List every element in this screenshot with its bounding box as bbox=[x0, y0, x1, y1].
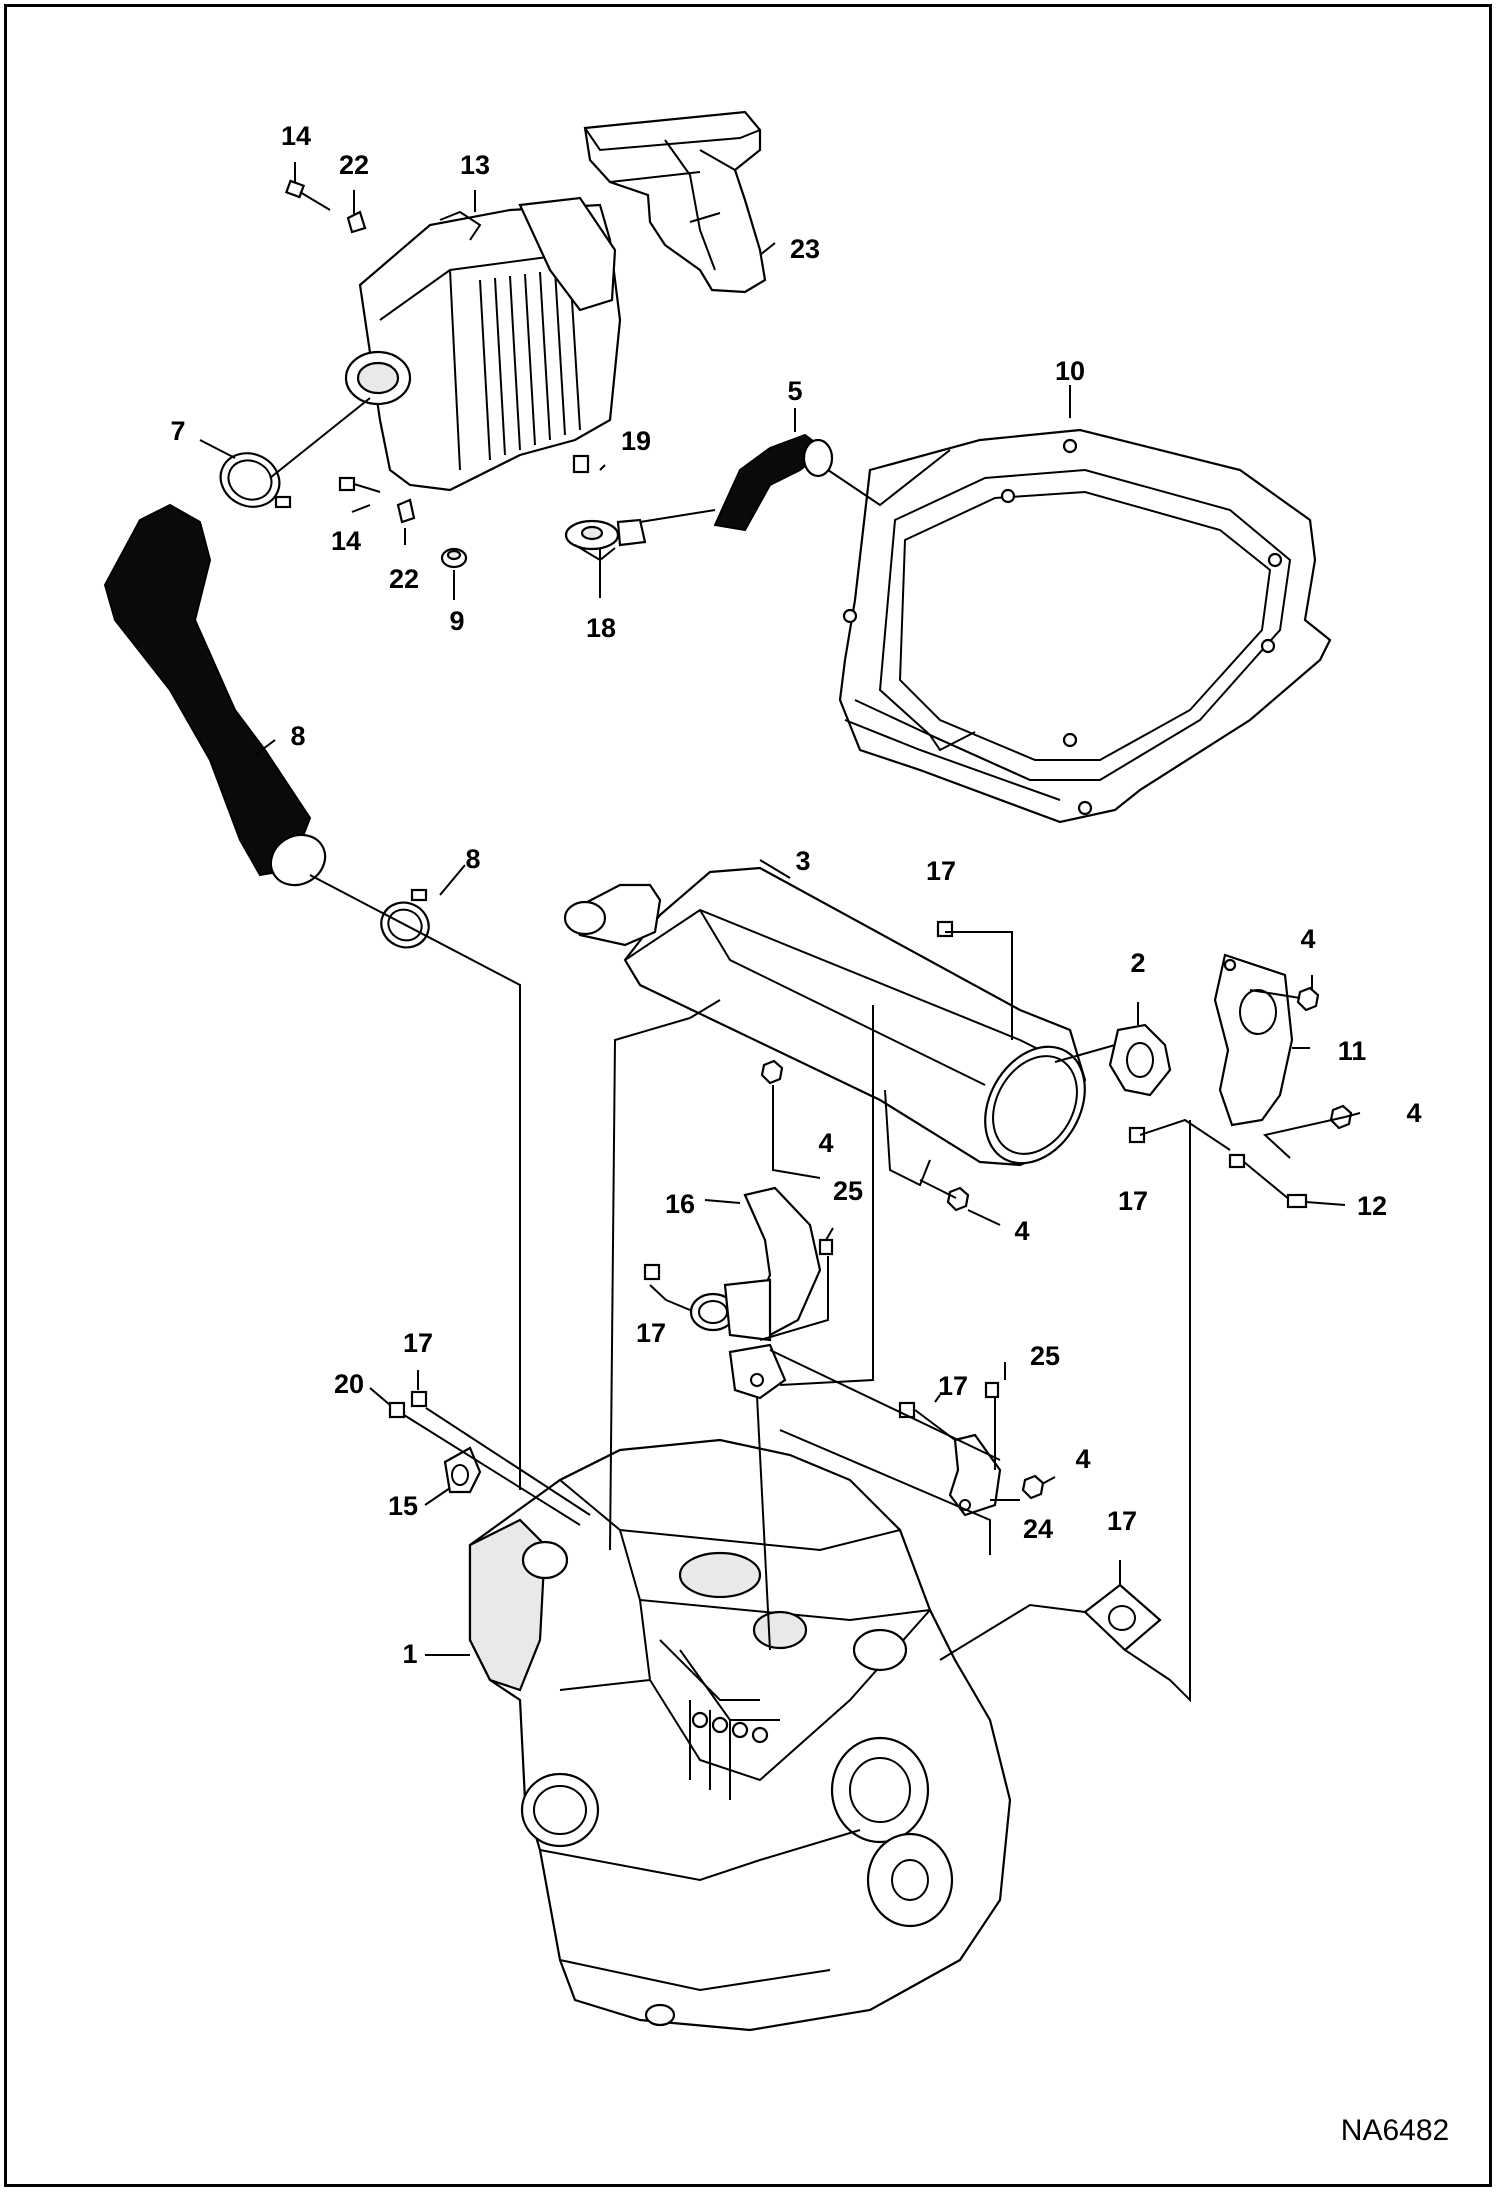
diagram-frame bbox=[4, 4, 1492, 2187]
clamp-part-15 bbox=[443, 1446, 482, 1494]
callout-14-bottom: 14 bbox=[331, 526, 361, 556]
callout-4-muffler-right: 4 bbox=[1014, 1216, 1029, 1246]
callout-11: 11 bbox=[1338, 1036, 1367, 1066]
leader-lines bbox=[199, 162, 1361, 1703]
air-duct-part-23 bbox=[583, 110, 767, 294]
bolt-part-14-upper bbox=[284, 179, 331, 211]
callout-19: 18 bbox=[586, 613, 616, 643]
bracket-part-11 bbox=[1213, 953, 1294, 1127]
callout-20: 19 bbox=[621, 426, 651, 456]
air-cleaner-part-13 bbox=[344, 196, 622, 492]
callout-10: 9 bbox=[449, 606, 464, 636]
callout-13: 13 bbox=[460, 150, 490, 180]
gasket-part-18 bbox=[1083, 1583, 1162, 1652]
fan-shroud-part-6 bbox=[838, 428, 1332, 824]
callout-18: 17 bbox=[1107, 1506, 1137, 1536]
callout-16: 16 bbox=[665, 1189, 695, 1219]
callout-12: 12 bbox=[1357, 1191, 1387, 1221]
callout-4-muffler-left: 4 bbox=[818, 1128, 833, 1158]
callout-14-top: 14 bbox=[281, 121, 311, 151]
air-intake-hose-part-9 bbox=[103, 503, 327, 887]
clamp-part-7 bbox=[219, 452, 292, 509]
callout-8: 8 bbox=[465, 844, 480, 874]
callout-4-bracket24: 4 bbox=[1075, 1444, 1090, 1474]
clip-part-22-lower bbox=[396, 498, 416, 524]
callout-2: 2 bbox=[1130, 948, 1145, 978]
callout-1: 1 bbox=[402, 1639, 417, 1669]
bolts-part-25 bbox=[818, 1238, 1000, 1399]
callout-17-engine: 17 bbox=[403, 1328, 433, 1358]
clip-part-22-upper bbox=[346, 210, 367, 234]
muffler-part-3 bbox=[563, 866, 1087, 1187]
callout-25-bottom: 25 bbox=[1030, 1341, 1060, 1371]
grommet-part-10 bbox=[440, 547, 468, 569]
callout-24: 24 bbox=[1023, 1514, 1053, 1544]
callout-labels: 10 5 14 22 13 23 7 19 14 22 9 18 8 8 3 1… bbox=[170, 121, 1449, 2147]
callout-21: 20 bbox=[334, 1369, 364, 1399]
callout-22-top: 22 bbox=[339, 150, 369, 180]
diagram-code: NA6482 bbox=[1341, 2114, 1449, 2147]
hose-part-5 bbox=[713, 433, 834, 532]
callout-23: 23 bbox=[790, 234, 820, 264]
callout-4-bracket-top: 4 bbox=[1300, 924, 1315, 954]
gasket-part-2 bbox=[1108, 1023, 1172, 1097]
tube-part-16 bbox=[689, 1186, 822, 1400]
callout-22-bottom: 22 bbox=[389, 564, 419, 594]
callout-3: 3 bbox=[795, 846, 810, 876]
callout-6: 10 bbox=[1055, 356, 1085, 386]
callout-15: 15 bbox=[388, 1491, 418, 1521]
plug-part-20 bbox=[572, 454, 590, 474]
clamp-part-8 bbox=[380, 888, 430, 949]
callout-17-muffler: 17 bbox=[926, 856, 956, 886]
callout-17-tube: 17 bbox=[636, 1318, 666, 1348]
callout-17-bracket24: 17 bbox=[938, 1371, 968, 1401]
bolt-part-12 bbox=[1228, 1153, 1308, 1209]
fitting-part-19 bbox=[564, 518, 647, 562]
callout-5: 5 bbox=[787, 376, 802, 406]
callout-25-top: 25 bbox=[833, 1176, 863, 1206]
callout-4-bracket-side: 4 bbox=[1406, 1098, 1421, 1128]
callout-9: 8 bbox=[290, 721, 305, 751]
callout-17-bracket: 17 bbox=[1118, 1186, 1148, 1216]
engine-assembly-part-1 bbox=[468, 1438, 1012, 2032]
callout-7: 7 bbox=[170, 416, 185, 446]
bolt-part-14-lower bbox=[338, 476, 381, 493]
